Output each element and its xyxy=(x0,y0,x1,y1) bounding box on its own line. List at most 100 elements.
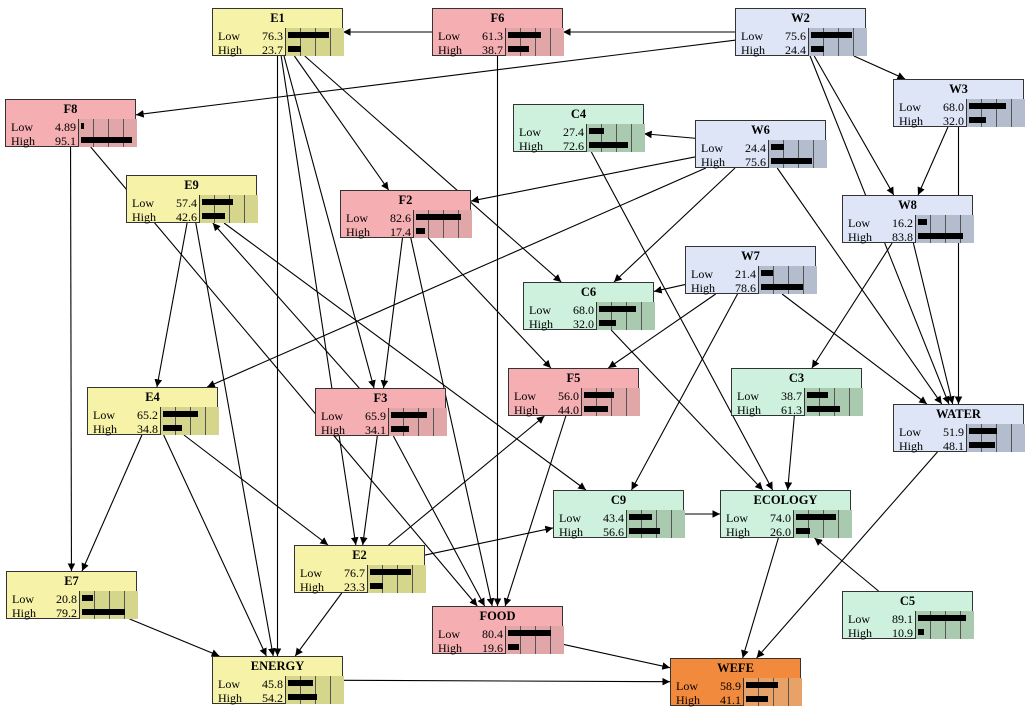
edge-f3-to-food xyxy=(392,435,486,607)
state-value: 43.4 xyxy=(603,511,624,525)
edge-energy-to-wefe xyxy=(342,677,671,686)
belief-bar-high xyxy=(761,284,803,290)
state-value: 68.0 xyxy=(573,303,594,317)
state-value: 24.4 xyxy=(745,141,766,155)
node-title: ENERGY xyxy=(213,657,342,677)
node-title: WATER xyxy=(894,405,1023,425)
belief-gauge xyxy=(808,28,867,56)
state-value: 48.1 xyxy=(943,439,964,453)
node-title: E2 xyxy=(295,546,424,566)
node-title: WEFE xyxy=(671,659,800,679)
edge-w2-to-f8 xyxy=(135,39,736,118)
state-value: 4.89 xyxy=(55,120,76,134)
state-label: High xyxy=(848,230,872,244)
state-value: 76.3 xyxy=(262,29,283,43)
state-label: High xyxy=(218,691,242,705)
node-title: E4 xyxy=(88,388,217,408)
state-label: Low xyxy=(218,29,240,43)
state-label: High xyxy=(701,155,725,169)
belief-bar-high xyxy=(807,406,840,412)
belief-gauge xyxy=(160,407,219,435)
state-value: 61.3 xyxy=(781,403,802,417)
edge-w6-to-water xyxy=(776,167,943,405)
state-value: 23.7 xyxy=(262,43,283,57)
state-label: High xyxy=(300,580,324,594)
state-label: High xyxy=(741,43,765,57)
state-row-high: High 42.6 xyxy=(127,210,256,224)
state-value: 21.4 xyxy=(735,267,756,281)
edge-w2-to-w8 xyxy=(813,55,895,196)
edge-e2-to-c9 xyxy=(424,525,554,556)
state-value: 61.3 xyxy=(482,29,503,43)
state-value: 42.6 xyxy=(176,210,197,224)
state-label: High xyxy=(321,423,345,437)
belief-gauge xyxy=(793,510,852,538)
edge-f5-to-food xyxy=(503,415,567,607)
state-label: High xyxy=(726,525,750,539)
state-value: 38.7 xyxy=(781,389,802,403)
node-title: F3 xyxy=(316,389,445,409)
belief-bar-low xyxy=(589,128,604,134)
state-label: High xyxy=(12,606,36,620)
belief-bar-low xyxy=(811,32,852,38)
edge-e4-to-e7 xyxy=(81,434,143,572)
edge-e9-to-e4 xyxy=(154,222,188,388)
state-label: Low xyxy=(676,679,698,693)
edge-f8-to-food xyxy=(90,146,478,607)
node-title: W6 xyxy=(696,121,825,141)
node-title: W2 xyxy=(736,9,865,29)
node-title: C9 xyxy=(554,491,683,511)
belief-bar-low xyxy=(508,630,551,636)
node-title: C6 xyxy=(524,283,653,303)
state-label: High xyxy=(132,210,156,224)
belief-gauge xyxy=(79,591,138,619)
belief-bar-high xyxy=(746,696,768,702)
